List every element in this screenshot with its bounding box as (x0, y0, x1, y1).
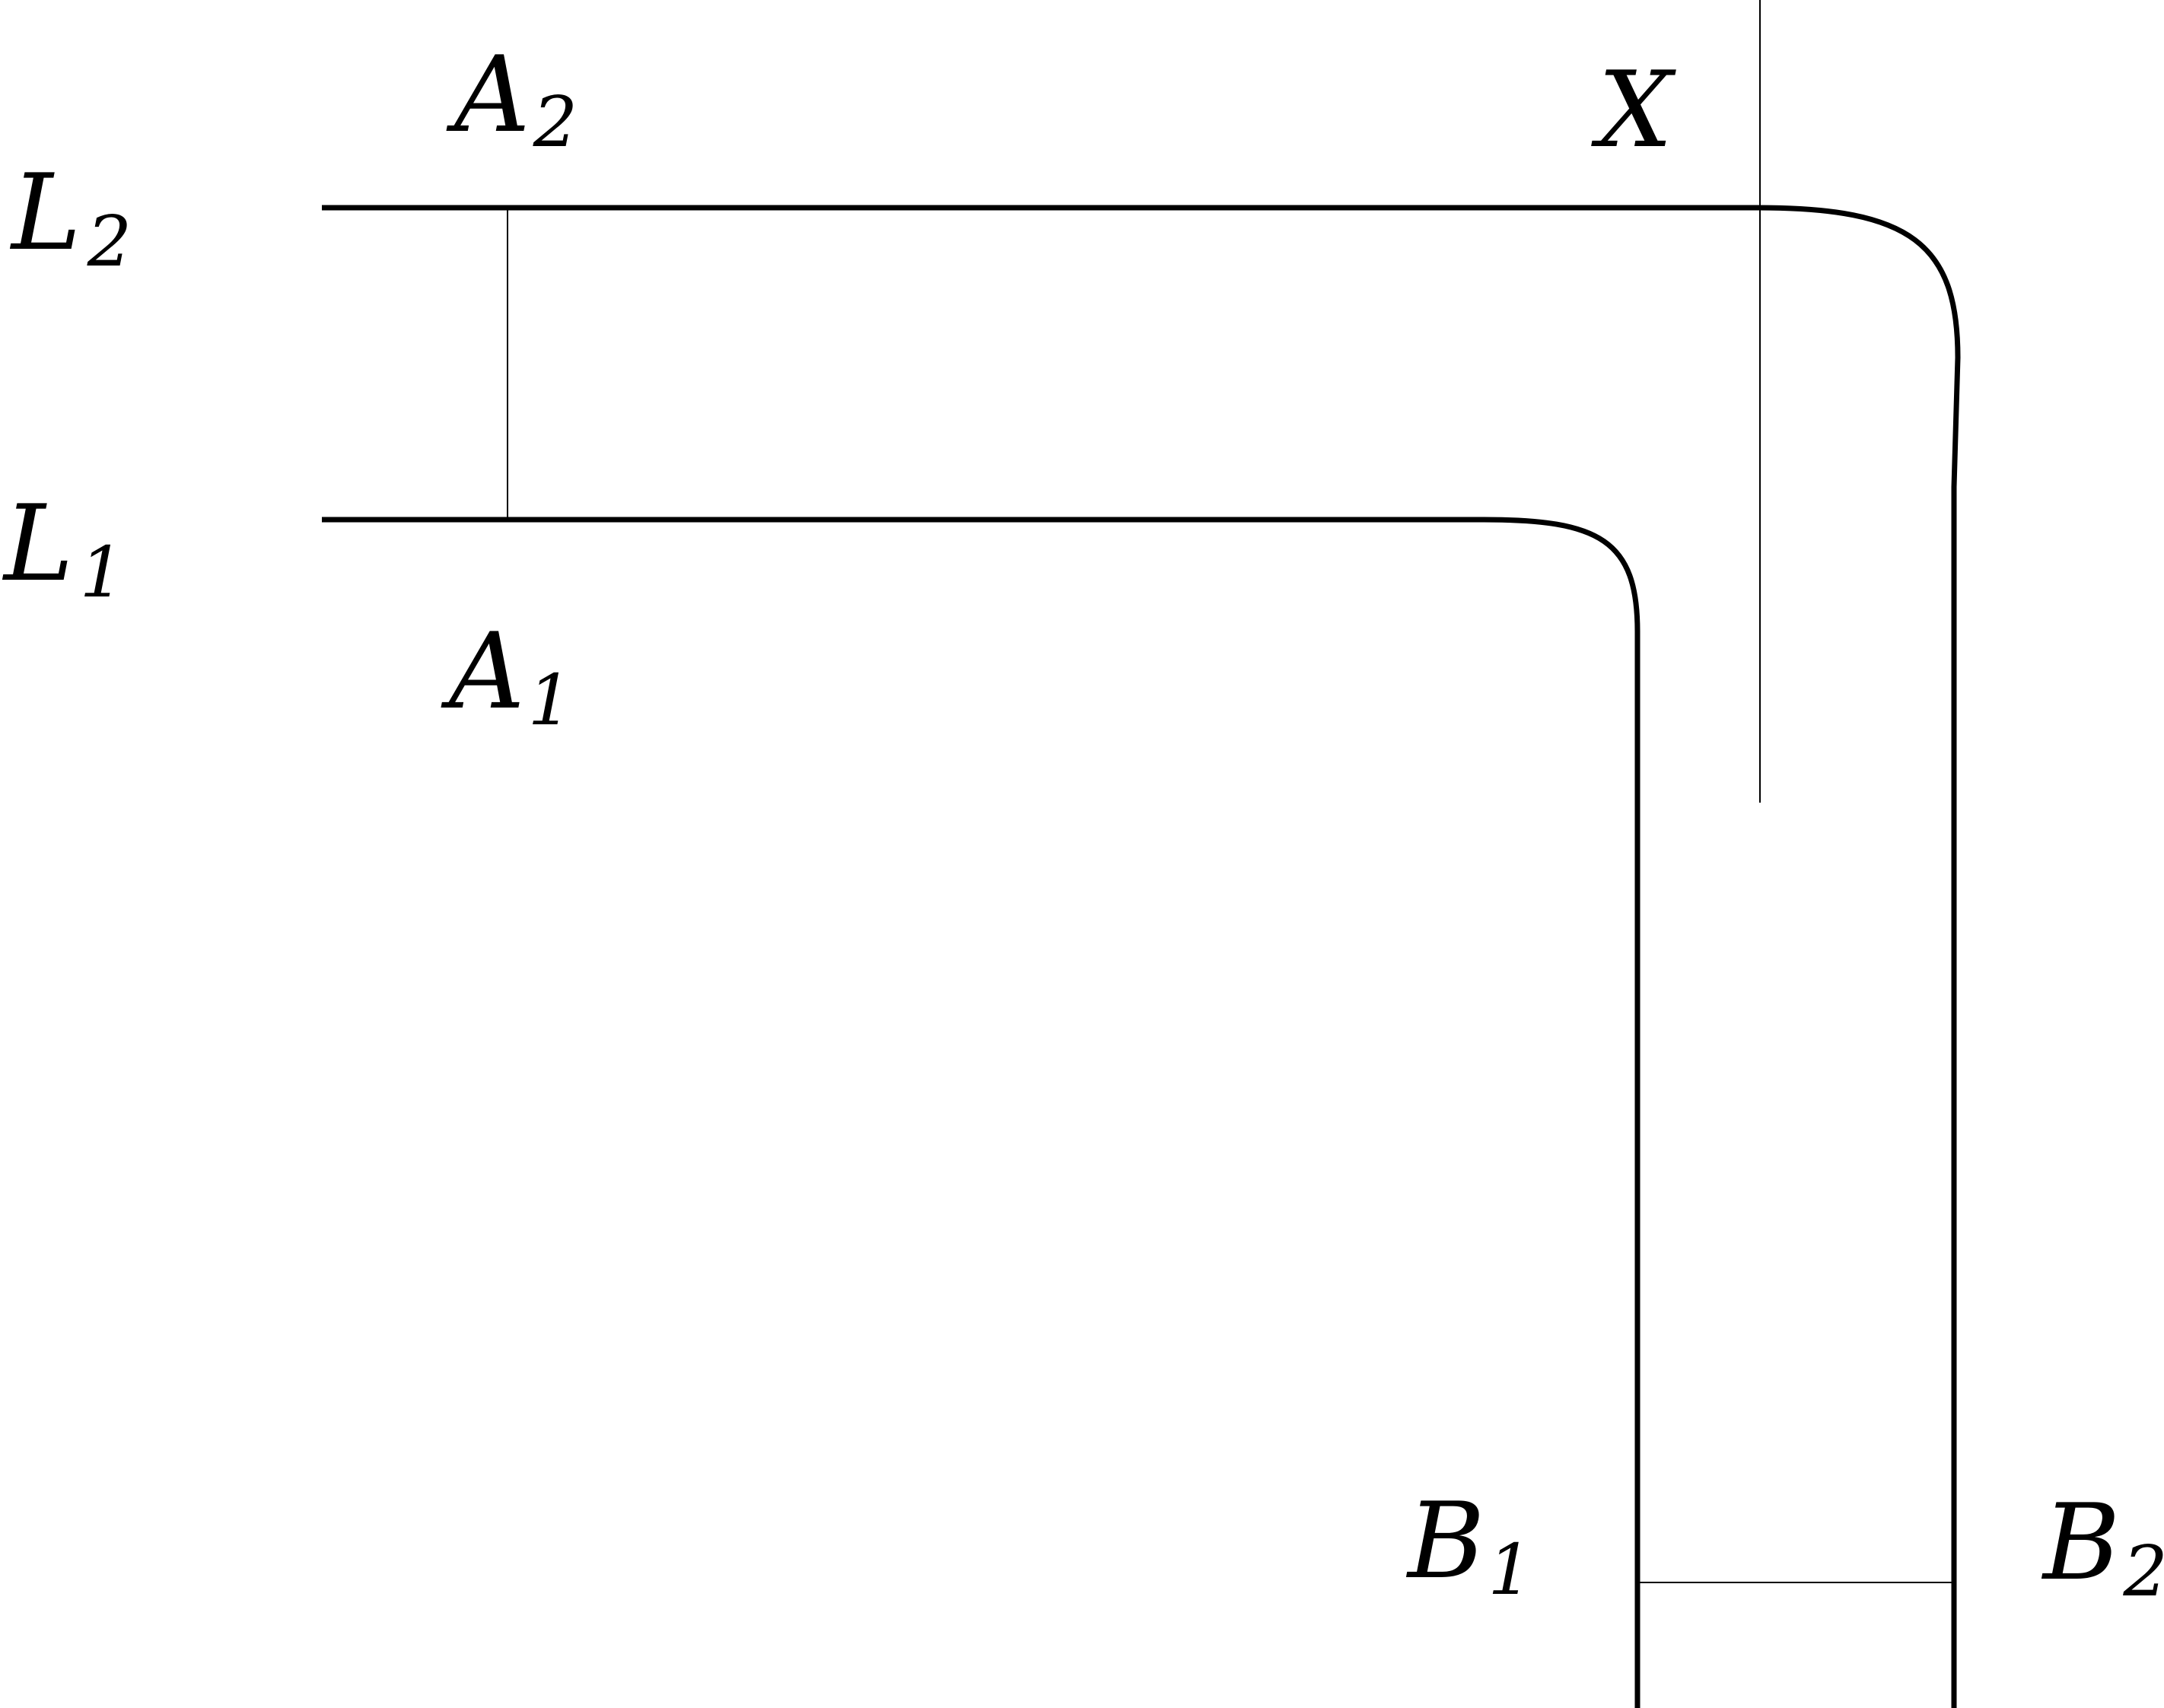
label-l2: L2 (9, 151, 132, 282)
label-l1: L1 (2, 482, 124, 613)
outer-bent-line (322, 205, 1961, 1708)
label-a2: A2 (446, 33, 578, 163)
label-a1: A1 (441, 610, 572, 741)
label-b2: B2 (2041, 1481, 2164, 1612)
inner-bent-line (322, 517, 1641, 1708)
label-x: X (1591, 49, 1676, 171)
label-b1: B1 (1405, 1480, 1532, 1611)
